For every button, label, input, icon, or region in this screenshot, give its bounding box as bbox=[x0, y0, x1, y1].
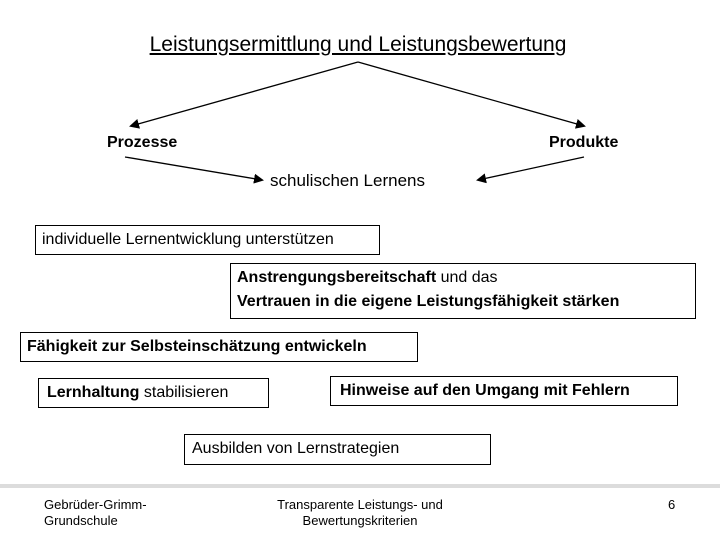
arrow-to-prozesse bbox=[129, 61, 359, 129]
node-prozesse: Prozesse bbox=[107, 134, 178, 151]
arrow-prozesse-to-lernens bbox=[124, 156, 264, 184]
footer-school-line1: Gebrüder-Grimm- bbox=[44, 497, 147, 512]
arrow-to-produkte bbox=[357, 61, 586, 129]
box-text: und das bbox=[436, 269, 498, 286]
footer-school: Gebrüder-Grimm- Grundschule bbox=[44, 497, 147, 529]
footer-divider bbox=[0, 484, 720, 488]
box-bold-text: Vertrauen in die eigene Leistungsfähigke… bbox=[237, 293, 620, 310]
node-produkte: Produkte bbox=[549, 134, 619, 151]
page-number: 6 bbox=[668, 497, 676, 512]
box-text: stabilisieren bbox=[139, 384, 229, 401]
footer-subject: Transparente Leistungs- und Bewertungskr… bbox=[250, 497, 470, 529]
box-selbsteinschaetzung: Fähigkeit zur Selbsteinschätzung entwick… bbox=[20, 332, 418, 362]
arrow-produkte-to-lernens bbox=[476, 156, 585, 184]
box-text: individuelle Lernentwicklung unterstütze… bbox=[42, 231, 334, 248]
box-individuelle-lernentwicklung: individuelle Lernentwicklung unterstütze… bbox=[35, 225, 380, 255]
footer-school-line2: Grundschule bbox=[44, 513, 118, 528]
box-bold-text: Fähigkeit zur Selbsteinschätzung entwick… bbox=[27, 338, 367, 355]
diagram-title: Leistungsermittlung und Leistungsbewertu… bbox=[149, 33, 567, 56]
box-bold-text: Anstrengungsbereitschaft bbox=[237, 269, 437, 286]
box-lernhaltung: Lernhaltung stabilisieren bbox=[38, 378, 269, 408]
node-schulischen-lernens: schulischen Lernens bbox=[270, 171, 425, 190]
box-anstrengungsbereitschaft: Anstrengungsbereitschaft und das Vertrau… bbox=[230, 263, 696, 319]
footer-subject-line1: Transparente Leistungs- und bbox=[277, 497, 443, 512]
box-bold-text: Hinweise auf den Umgang mit Fehlern bbox=[340, 382, 630, 399]
footer-subject-line2: Bewertungskriterien bbox=[302, 513, 418, 528]
box-hinweise-fehler: Hinweise auf den Umgang mit Fehlern bbox=[330, 376, 678, 406]
box-bold-text: Lernhaltung bbox=[47, 384, 140, 401]
box-lernstrategien: Ausbilden von Lernstrategien bbox=[184, 434, 491, 465]
box-text: Ausbilden von Lernstrategien bbox=[192, 440, 400, 457]
